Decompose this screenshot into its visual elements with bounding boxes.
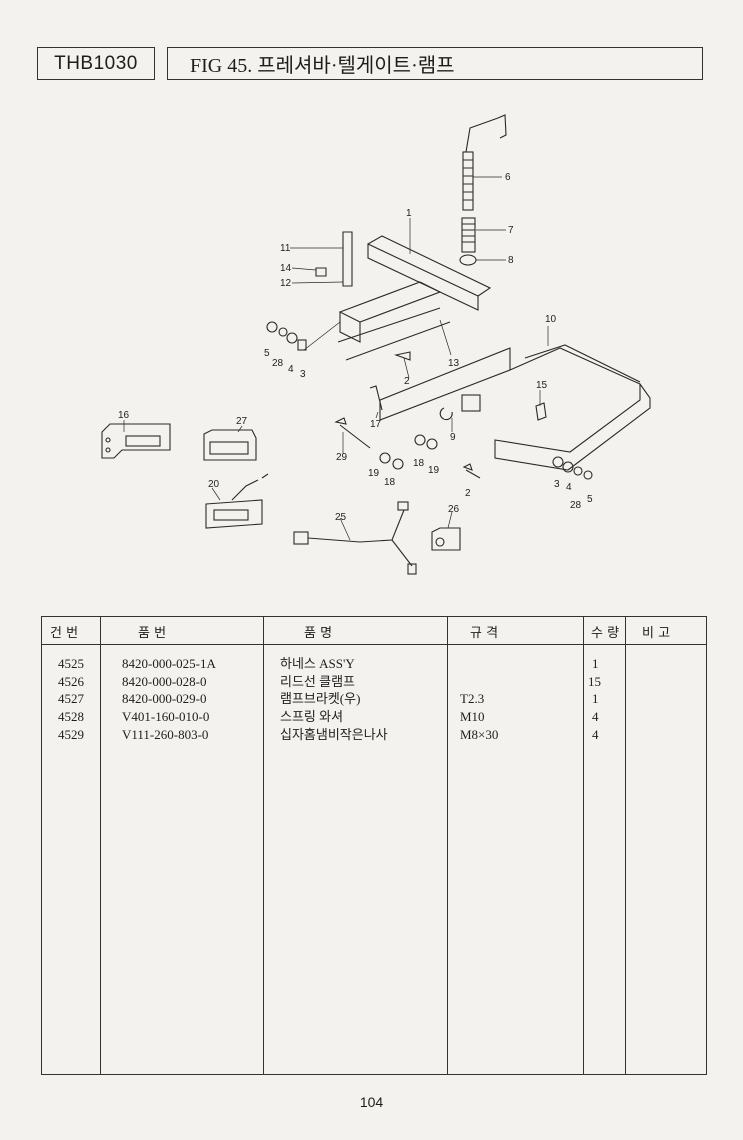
spec: T2.3 (460, 691, 485, 706)
callout-14: 14 (280, 263, 292, 274)
callout-7: 7 (508, 225, 514, 236)
figure-title: FIG 45. 프레셔바·텔게이트·램프 (190, 55, 455, 77)
part-no: 8420-000-029-0 (122, 691, 207, 706)
callout-17: 17 (370, 419, 382, 430)
header-spec: 규 격 (470, 625, 499, 641)
lamp-drawing (205, 473, 269, 529)
header-remarks: 비 고 (642, 625, 671, 641)
crank-handle-drawing (459, 114, 507, 266)
table-header (42, 617, 706, 645)
page-number: 104 (359, 1094, 384, 1110)
table-row: 4527 8420-000-029-0 램프브라켓(우) T2.3 1 (42, 690, 706, 708)
spec: M10 (460, 709, 485, 724)
part-name: 하네스 ASS'Y (280, 656, 355, 671)
callout-19: 19 (368, 468, 380, 479)
part-name: 십자홈냄비작은나사 (280, 727, 388, 742)
part-name: 스프링 와셔 (280, 709, 344, 724)
callout-5b: 5 (587, 494, 593, 505)
header-qty: 수 량 (591, 625, 620, 641)
spec: M8×30 (460, 727, 499, 742)
model-code-box: THB1030 (37, 47, 155, 80)
callout-2b: 2 (465, 488, 471, 499)
callout-3b: 3 (554, 479, 560, 490)
clamp-drawing (431, 527, 461, 551)
hardware-left-drawing (266, 321, 593, 480)
table-row: 4528 V401-160-010-0 스프링 와셔 M10 4 (42, 708, 706, 726)
callout-28b: 28 (570, 500, 582, 511)
callout-27: 27 (236, 416, 248, 427)
qty: 4 (592, 727, 599, 742)
harness-drawing (293, 501, 417, 575)
item-no: 4528 (58, 709, 84, 724)
callout-4b: 4 (566, 482, 572, 493)
col-divider (583, 617, 584, 1074)
callout-16: 16 (118, 410, 130, 421)
lamp-bracket-drawing (101, 423, 257, 461)
callout-4: 4 (288, 364, 294, 375)
qty: 1 (592, 691, 599, 706)
callout-2: 2 (404, 376, 410, 387)
part-name: 리드선 클램프 (280, 674, 356, 689)
item-no: 4526 (58, 674, 84, 689)
qty: 1 (592, 656, 599, 671)
callout-6: 6 (505, 172, 511, 183)
callout-10: 10 (545, 314, 557, 325)
table-row: 4526 8420-000-028-0 리드선 클램프 15 (42, 673, 706, 691)
callout-15: 15 (536, 380, 548, 391)
part-name: 램프브라켓(우) (280, 691, 361, 706)
qty: 4 (592, 709, 599, 724)
model-code: THB1030 (54, 52, 138, 74)
callout-25: 25 (335, 512, 347, 523)
item-no: 4529 (58, 727, 84, 742)
callout-18: 18 (384, 477, 396, 488)
callout-18b: 18 (413, 458, 425, 469)
callout-3: 3 (300, 369, 306, 380)
exploded-parts-diagram: 1 11 14 12 6 7 8 10 5 28 4 3 2 13 15 16 … (90, 105, 670, 585)
callout-13: 13 (448, 358, 460, 369)
callout-12: 12 (280, 278, 292, 289)
callout-26: 26 (448, 504, 460, 515)
figure-title-box: FIG 45. 프레셔바·텔게이트·램프 (167, 47, 703, 80)
header-item-no: 건 번 (50, 625, 79, 641)
parts-table: 건 번 품 번 품 명 규 격 수 량 비 고 4525 8420-000-02… (41, 616, 707, 1075)
callout-5: 5 (264, 348, 270, 359)
part-no: V111-260-803-0 (122, 727, 209, 742)
item-no: 4525 (58, 656, 84, 671)
qty: 15 (588, 674, 601, 689)
item-no: 4527 (58, 691, 84, 706)
table-row: 4525 8420-000-025-1A 하네스 ASS'Y 1 (42, 655, 706, 673)
callout-9: 9 (450, 432, 456, 443)
callout-20: 20 (208, 479, 220, 490)
col-divider (625, 617, 626, 1074)
col-divider (263, 617, 264, 1074)
callout-28: 28 (272, 358, 284, 369)
callout-29: 29 (336, 452, 348, 463)
tailgate-drawing (379, 344, 651, 471)
part-no: 8420-000-025-1A (122, 656, 216, 671)
callout-11: 11 (280, 243, 291, 254)
callout-19b: 19 (428, 465, 440, 476)
part-no: 8420-000-028-0 (122, 674, 207, 689)
table-row: 4529 V111-260-803-0 십자홈냄비작은나사 M8×30 4 (42, 726, 706, 744)
header-part-name: 품 명 (304, 625, 333, 641)
pressure-bar-drawing (315, 231, 492, 361)
col-divider (447, 617, 448, 1074)
part-no: V401-160-010-0 (122, 709, 210, 724)
callout-8: 8 (508, 255, 514, 266)
callout-1: 1 (406, 208, 412, 219)
header-part-no: 품 번 (138, 625, 167, 641)
col-divider (100, 617, 101, 1074)
